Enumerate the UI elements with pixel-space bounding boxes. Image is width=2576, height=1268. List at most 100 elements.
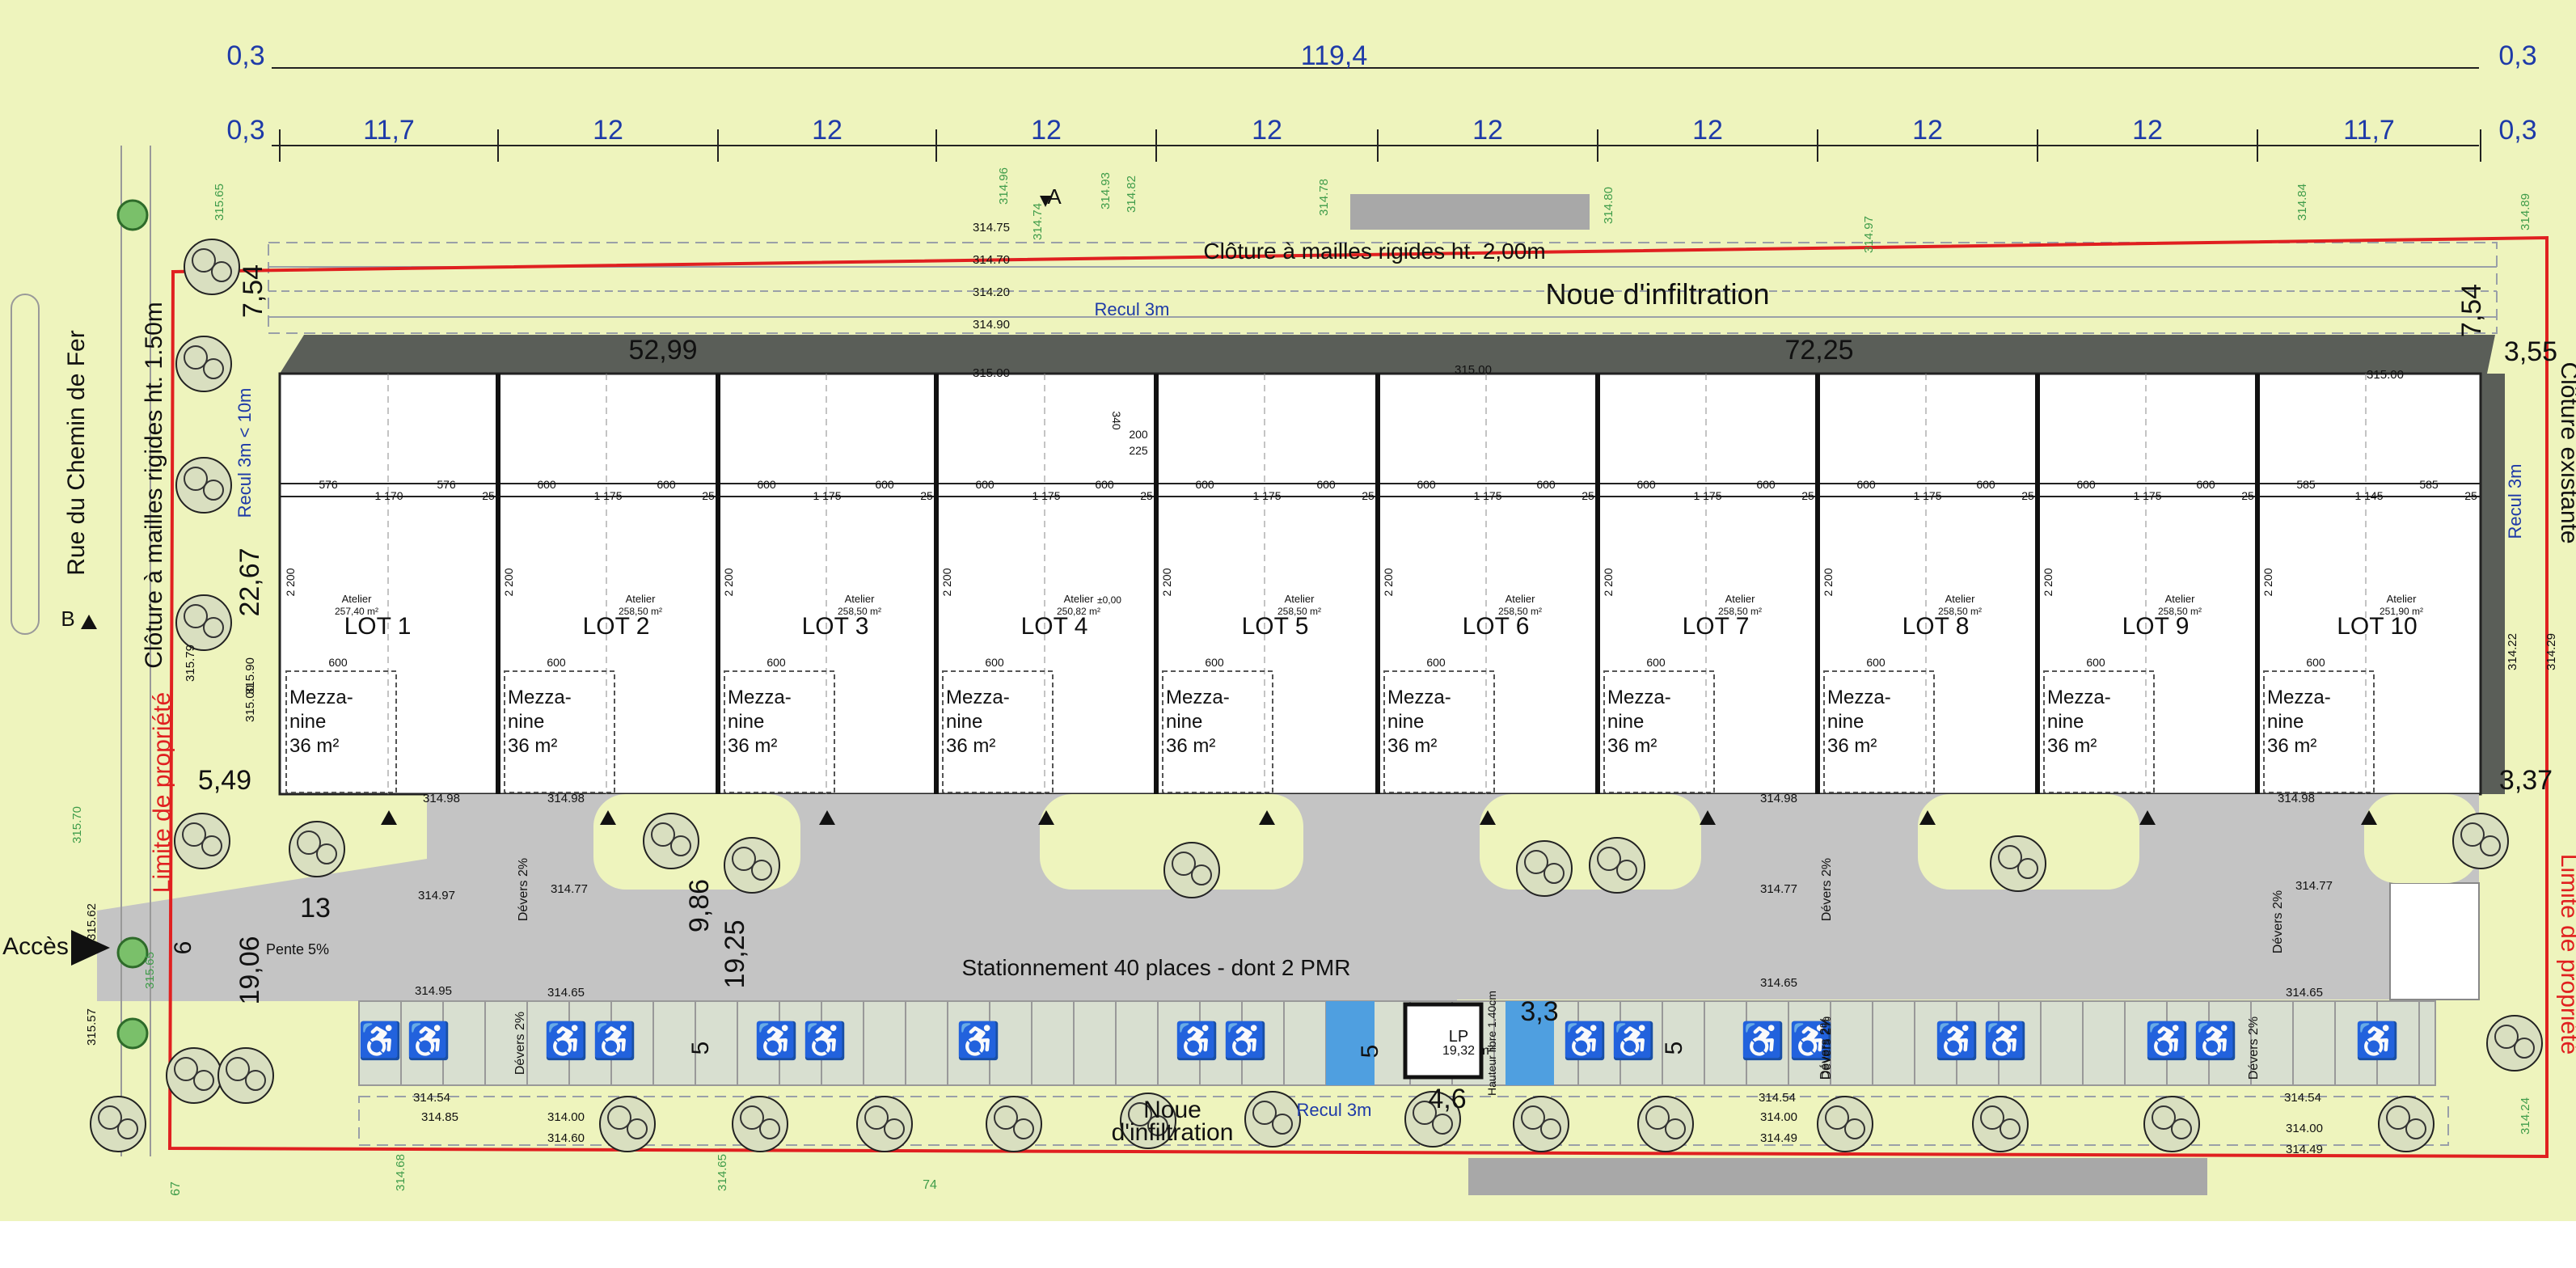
mezzanine-width: 600 xyxy=(328,656,348,669)
noue-bottom-label: d'infiltration xyxy=(1112,1119,1234,1146)
lot-label: LOT 10 xyxy=(2337,613,2418,640)
tree-canopy xyxy=(1513,1096,1569,1152)
entrance-marker xyxy=(1259,810,1275,825)
lot-label: LOT 8 xyxy=(1902,613,1970,640)
col-gap: 25 xyxy=(2241,489,2254,502)
tree-icon xyxy=(90,1096,146,1152)
mezz-label-1: Mezza- xyxy=(1166,687,1230,708)
level-value: 315.65 xyxy=(143,952,157,989)
mezzanine-outline xyxy=(942,670,1054,793)
lot-width-right: 600 xyxy=(657,478,676,491)
mezz-label-3: 36 m² xyxy=(508,735,557,757)
ev-charge-icon: ♿ xyxy=(1935,1021,1979,1061)
lot-width-left: 600 xyxy=(2076,478,2096,491)
level-value: 314.93 xyxy=(1099,172,1113,209)
tree-detail xyxy=(184,467,208,491)
tree-detail xyxy=(1998,845,2022,869)
lot-area: 250,82 m² xyxy=(1057,606,1100,617)
tree-icon xyxy=(175,457,232,514)
section-marker xyxy=(81,615,97,629)
level-value: 314.00 xyxy=(1760,1110,1797,1124)
level-value: 314.85 xyxy=(421,1110,458,1124)
lot-width-right: 600 xyxy=(1756,478,1776,491)
fence-left-label: Clôture à mailles rigides ht. 1.50m xyxy=(141,302,167,669)
tree-detail xyxy=(2494,1025,2519,1049)
mezz-label-2: nine xyxy=(1607,711,1644,733)
atelier-label: Atelier xyxy=(2387,593,2418,605)
bay-dimension: 12 xyxy=(1252,115,1282,146)
tree-detail xyxy=(1413,1101,1437,1125)
street-label: Rue du Chemin de Fer xyxy=(63,330,90,576)
tree-icon xyxy=(1637,1096,1694,1152)
neighbor-block-bottom xyxy=(1468,1158,2207,1195)
tree-detail xyxy=(203,480,224,501)
ev-charge-icon: ♿ xyxy=(754,1021,799,1061)
tree-icon xyxy=(1163,842,1220,898)
ev-charge-icon: ♿ xyxy=(803,1021,847,1061)
mezzanine-width: 600 xyxy=(1426,656,1446,669)
mezz-label-2: nine xyxy=(289,711,326,733)
col-height: 2 200 xyxy=(2042,568,2054,596)
tree-icon xyxy=(174,813,230,869)
tree-canopy xyxy=(1516,840,1573,897)
tree-icon xyxy=(1589,837,1645,894)
tree-detail xyxy=(2480,835,2501,856)
ev-charge-icon: ♿ xyxy=(1175,1021,1219,1061)
lot-area: 258,50 m² xyxy=(1498,606,1542,617)
lot-width-mid: 1 145 xyxy=(2354,489,2383,502)
mezz-label-2: nine xyxy=(2047,711,2084,733)
tree-canopy xyxy=(289,821,345,877)
level-value: 314.24 xyxy=(2519,1097,2532,1135)
mezzanine-width: 600 xyxy=(1866,656,1886,669)
ev-charge-icon: ♿ xyxy=(358,1021,403,1061)
tree-icon xyxy=(2378,1096,2435,1152)
overall-dimension: 119,4 xyxy=(1301,40,1368,71)
level-value: 315.65 xyxy=(213,184,226,221)
green-island xyxy=(1480,794,1701,890)
lot-width-left: 600 xyxy=(975,478,995,491)
tree-detail xyxy=(193,1070,214,1091)
tree-canopy xyxy=(1163,842,1220,898)
lot-width-mid: 1 175 xyxy=(1693,489,1721,502)
mezzanine-outline xyxy=(1162,670,1273,793)
tree-icon xyxy=(732,1096,788,1152)
level-value: 314.65 xyxy=(547,986,585,1000)
shrub xyxy=(116,936,149,969)
level-value: 314.00 xyxy=(547,1110,585,1124)
lot-width-left: 585 xyxy=(2296,478,2316,491)
depth-dim: 22,67 xyxy=(234,547,265,616)
level-value: 314.68 xyxy=(394,1154,408,1191)
lot-width-mid: 1 175 xyxy=(2133,489,2161,502)
tree-canopy xyxy=(175,336,232,392)
section-b-label: B xyxy=(61,607,74,631)
mezzanine-width: 600 xyxy=(547,656,566,669)
level-value: 315.70 xyxy=(70,806,84,843)
lot-width-mid: 1 175 xyxy=(1032,489,1060,502)
tree-icon xyxy=(175,594,232,651)
access-label: Accès xyxy=(2,933,69,960)
lot-area: 258,50 m² xyxy=(2158,606,2202,617)
devers-label: Dévers 2% xyxy=(1820,1017,1834,1080)
level-value: 314.96 xyxy=(997,167,1011,205)
level-value: 314.78 xyxy=(1317,179,1331,216)
edge-dimension: 0,3 xyxy=(2498,115,2536,146)
devers-label: Dévers 2% xyxy=(1818,1017,1832,1080)
atelier-label: Atelier xyxy=(2165,593,2196,605)
tree-icon xyxy=(724,837,780,894)
tree-detail xyxy=(1521,1105,1545,1130)
tree-icon xyxy=(289,821,345,877)
ev-charge-icon: ♿ xyxy=(2145,1021,2190,1061)
atelier-label: Atelier xyxy=(626,593,657,605)
mezzanine-outline xyxy=(2043,670,2155,793)
bay-dimension: 11,7 xyxy=(2343,115,2395,146)
noue-top-label: Noue d'infiltration xyxy=(1545,277,1769,311)
lot-width-mid: 1 175 xyxy=(1473,489,1501,502)
tree-canopy xyxy=(2143,1096,2200,1152)
tree-detail xyxy=(670,835,691,856)
mezzanine-outline xyxy=(285,670,397,793)
level-value: 314.54 xyxy=(413,1091,450,1105)
tree-detail xyxy=(1147,1115,1168,1136)
property-limit-label: Limite de propriété xyxy=(149,692,175,893)
lp-height: Hauteur libre 1.40cm xyxy=(1485,991,1498,1096)
